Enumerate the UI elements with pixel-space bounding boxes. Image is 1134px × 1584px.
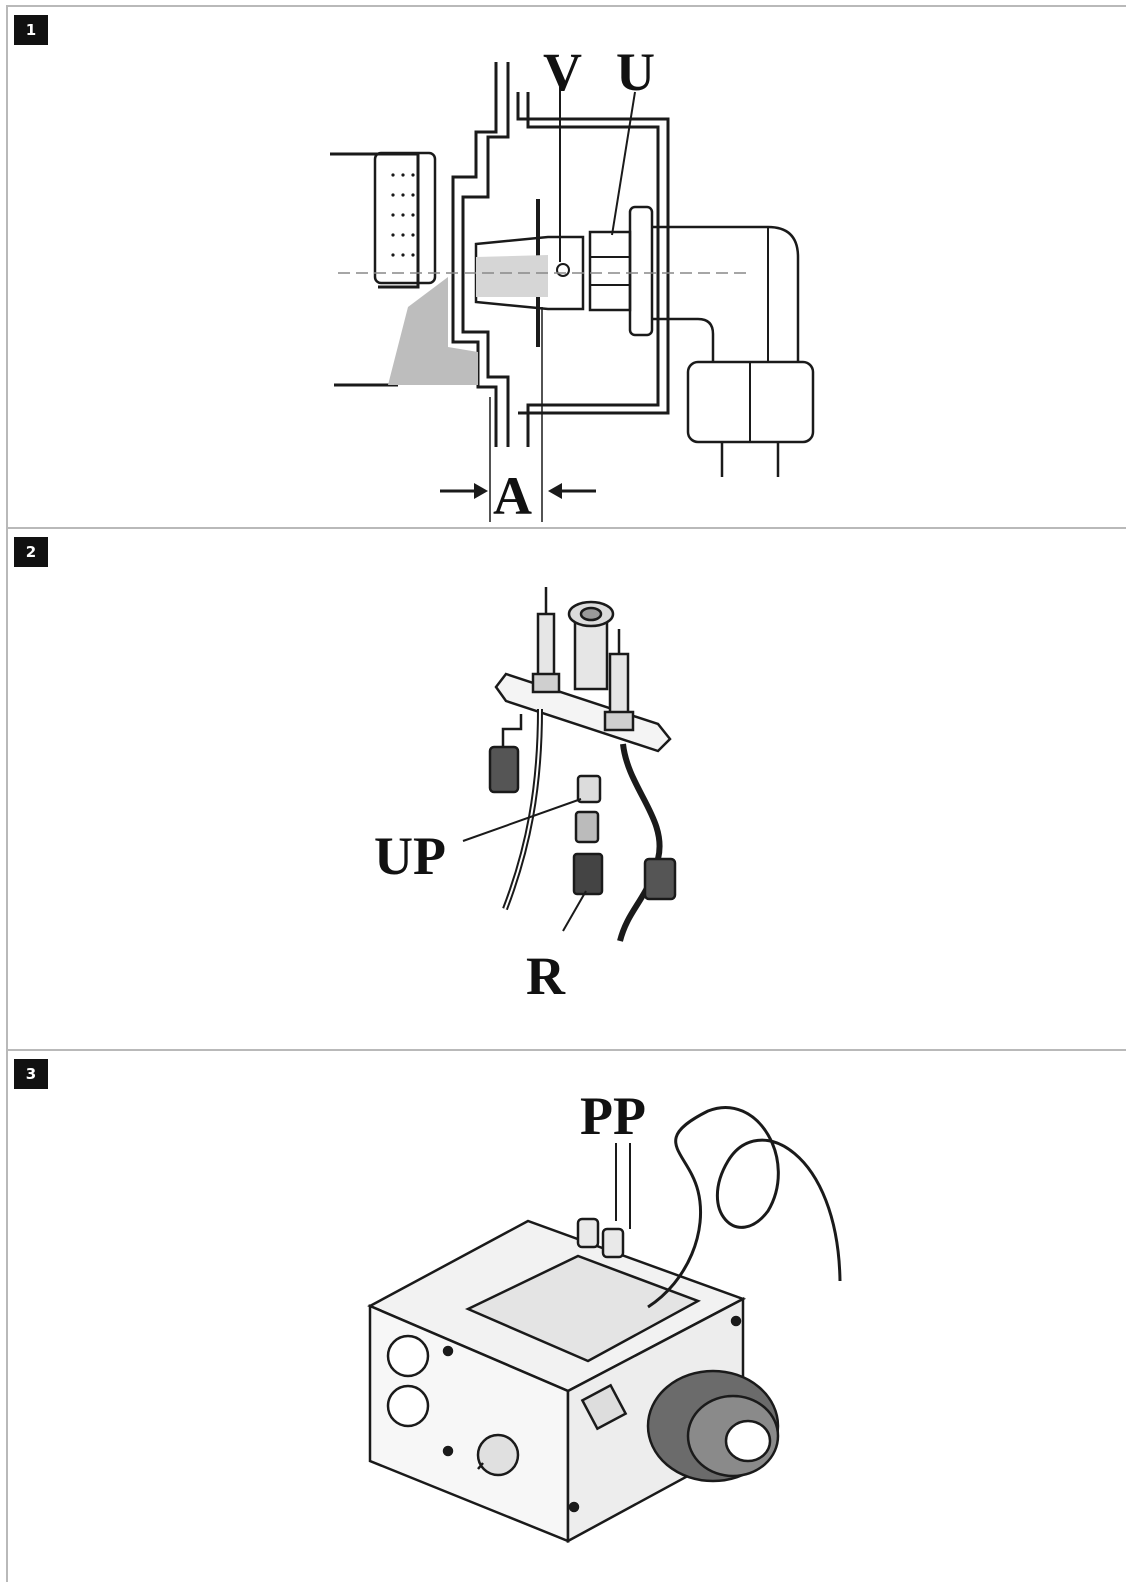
gas-valve-diagram	[367, 1106, 842, 1544]
pilot-burner-assembly-diagram	[462, 587, 677, 942]
label-pp: PP	[580, 1086, 646, 1146]
label-r: R	[526, 946, 565, 1006]
burner-cross-section-diagram	[330, 62, 815, 522]
figure-panel-1: 1	[6, 5, 1126, 527]
panel-number-1: 1	[14, 15, 48, 45]
label-a: A	[493, 466, 532, 526]
label-v: V	[543, 42, 582, 102]
figure-panel-2: 2	[6, 527, 1126, 1049]
panel-number-3: 3	[14, 1059, 48, 1089]
figure-panel-3: 3	[6, 1049, 1126, 1582]
panel-number-2: 2	[14, 537, 48, 567]
label-up: UP	[374, 826, 446, 886]
label-u: U	[616, 42, 655, 102]
